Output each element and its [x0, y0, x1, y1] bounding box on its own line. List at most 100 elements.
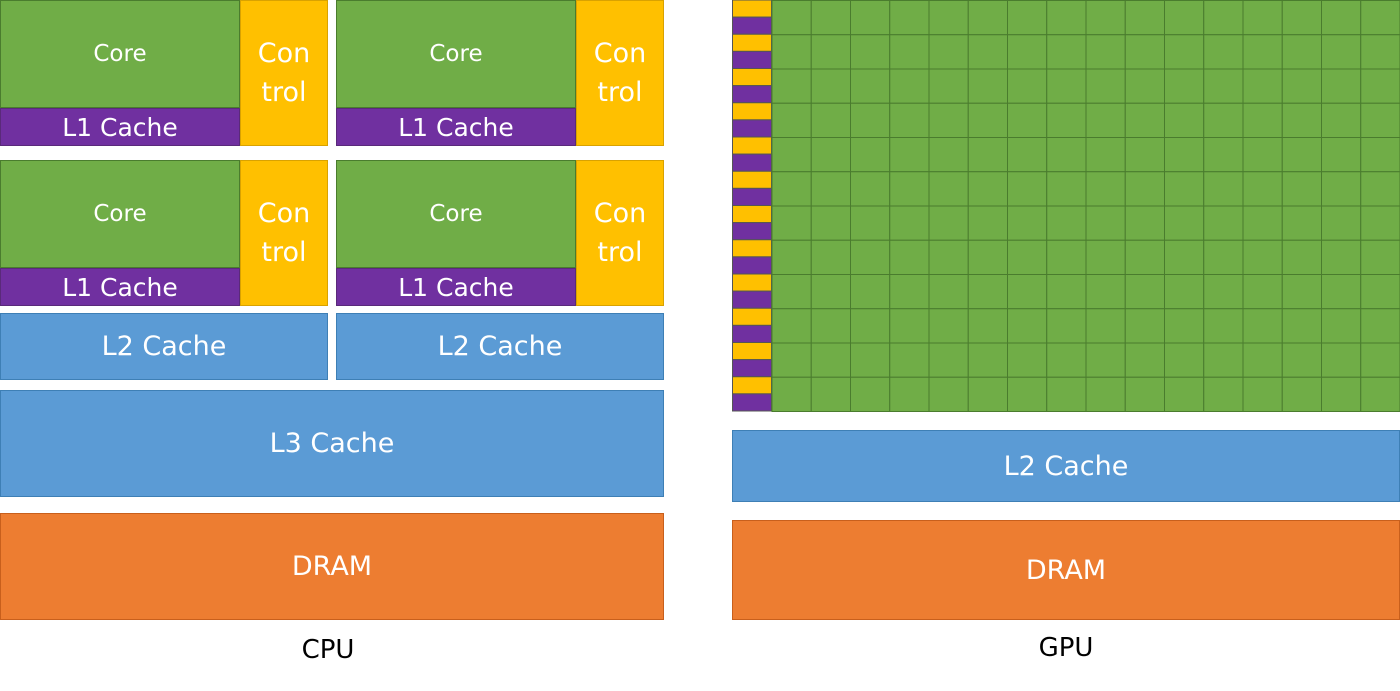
gpu-core-cell — [771, 308, 812, 344]
gpu-core-cell — [889, 102, 930, 138]
gpu-core-cell — [967, 102, 1008, 138]
gpu-core-cell — [1281, 34, 1322, 70]
gpu-core-cell — [850, 34, 891, 70]
gpu-core-cell — [1242, 0, 1283, 36]
gpu-core-cell — [1242, 137, 1283, 173]
gpu-core-cell — [1360, 68, 1400, 104]
gpu-core-cell — [889, 239, 930, 275]
cpu-l1-label: L1 Cache — [398, 272, 514, 302]
gpu-core-cell — [1007, 137, 1048, 173]
gpu-core-cell — [1164, 0, 1205, 36]
cpu-core-2: Core — [336, 0, 576, 108]
gpu-core-cell — [1203, 137, 1244, 173]
gpu-core-cell — [1164, 137, 1205, 173]
gpu-core-cell — [1085, 376, 1126, 412]
gpu-core-cell — [1203, 68, 1244, 104]
gpu-core-cell — [1203, 342, 1244, 378]
gpu-l1-cache-cell — [732, 119, 772, 138]
gpu-core-cell — [1007, 68, 1048, 104]
gpu-core-cell — [1242, 274, 1283, 310]
gpu-core-cell — [1360, 342, 1400, 378]
gpu-core-cell — [1360, 137, 1400, 173]
gpu-core-cell — [810, 205, 851, 241]
gpu-core-cell — [1321, 0, 1362, 36]
gpu-core-cell — [1007, 0, 1048, 36]
gpu-core-cell — [889, 34, 930, 70]
gpu-control-cell — [732, 170, 772, 189]
gpu-core-cell — [1360, 274, 1400, 310]
gpu-core-cell — [928, 376, 969, 412]
gpu-core-cell — [1242, 34, 1283, 70]
gpu-core-cell — [889, 68, 930, 104]
gpu-core-cell — [1360, 34, 1400, 70]
cpu-core-3: Core — [0, 160, 240, 268]
gpu-core-cell — [850, 171, 891, 207]
gpu-core-cell — [1321, 102, 1362, 138]
gpu-core-cell — [1007, 308, 1048, 344]
gpu-core-cell — [1007, 239, 1048, 275]
gpu-core-cell — [1203, 205, 1244, 241]
gpu-l1-cache-cell — [732, 393, 772, 412]
gpu-core-cell — [1321, 68, 1362, 104]
gpu-core-cell — [1164, 308, 1205, 344]
gpu-core-cell — [1085, 0, 1126, 36]
cpu-dram: DRAM — [0, 513, 664, 620]
gpu-core-cell — [889, 308, 930, 344]
gpu-core-cell — [1242, 239, 1283, 275]
cpu-core-label: Core — [429, 201, 483, 227]
gpu-core-cell — [1124, 205, 1165, 241]
gpu-core-cell — [1124, 376, 1165, 412]
gpu-l1-cache-cell — [732, 222, 772, 241]
gpu-core-cell — [967, 376, 1008, 412]
gpu-core-cell — [1321, 205, 1362, 241]
gpu-core-cell — [889, 0, 930, 36]
gpu-core-cell — [928, 274, 969, 310]
gpu-core-cell — [1007, 205, 1048, 241]
gpu-core-cell — [928, 137, 969, 173]
gpu-l1-cache-cell — [732, 50, 772, 69]
gpu-core-cell — [1281, 205, 1322, 241]
gpu-core-cell — [1007, 34, 1048, 70]
gpu-core-cell — [1321, 376, 1362, 412]
gpu-core-cell — [810, 342, 851, 378]
gpu-core-cell — [1164, 68, 1205, 104]
gpu-core-cell — [1046, 68, 1087, 104]
gpu-core-cell — [1242, 342, 1283, 378]
gpu-core-cell — [771, 171, 812, 207]
gpu-core-cell — [928, 34, 969, 70]
gpu-core-cell — [889, 342, 930, 378]
gpu-core-cell — [1164, 102, 1205, 138]
gpu-core-cell — [1242, 171, 1283, 207]
gpu-core-cell — [1203, 171, 1244, 207]
gpu-core-cell — [1046, 274, 1087, 310]
gpu-core-cell — [810, 376, 851, 412]
gpu-core-cell — [1242, 376, 1283, 412]
gpu-core-cell — [1046, 171, 1087, 207]
gpu-core-cell — [850, 239, 891, 275]
gpu-core-cell — [810, 308, 851, 344]
gpu-core-cell — [1085, 205, 1126, 241]
gpu-control-cell — [732, 307, 772, 326]
gpu-control-cell — [732, 68, 772, 87]
gpu-core-cell — [1203, 34, 1244, 70]
cpu-l1-cache-2: L1 Cache — [336, 108, 576, 146]
gpu-control-cell — [732, 273, 772, 292]
gpu-core-cell — [1164, 274, 1205, 310]
cpu-l1-cache-4: L1 Cache — [336, 268, 576, 306]
gpu-dram: DRAM — [732, 520, 1400, 620]
gpu-core-cell — [1164, 239, 1205, 275]
gpu-core-cell — [1321, 308, 1362, 344]
gpu-core-cell — [771, 239, 812, 275]
gpu-core-cell — [1007, 102, 1048, 138]
gpu-core-cell — [967, 137, 1008, 173]
gpu-core-cell — [1242, 205, 1283, 241]
gpu-core-cell — [967, 239, 1008, 275]
gpu-core-cell — [1085, 102, 1126, 138]
gpu-core-cell — [810, 171, 851, 207]
gpu-l1-cache-cell — [732, 256, 772, 275]
gpu-core-cell — [1242, 308, 1283, 344]
gpu-core-cell — [928, 102, 969, 138]
gpu-core-cell — [1281, 308, 1322, 344]
gpu-core-cell — [1281, 137, 1322, 173]
